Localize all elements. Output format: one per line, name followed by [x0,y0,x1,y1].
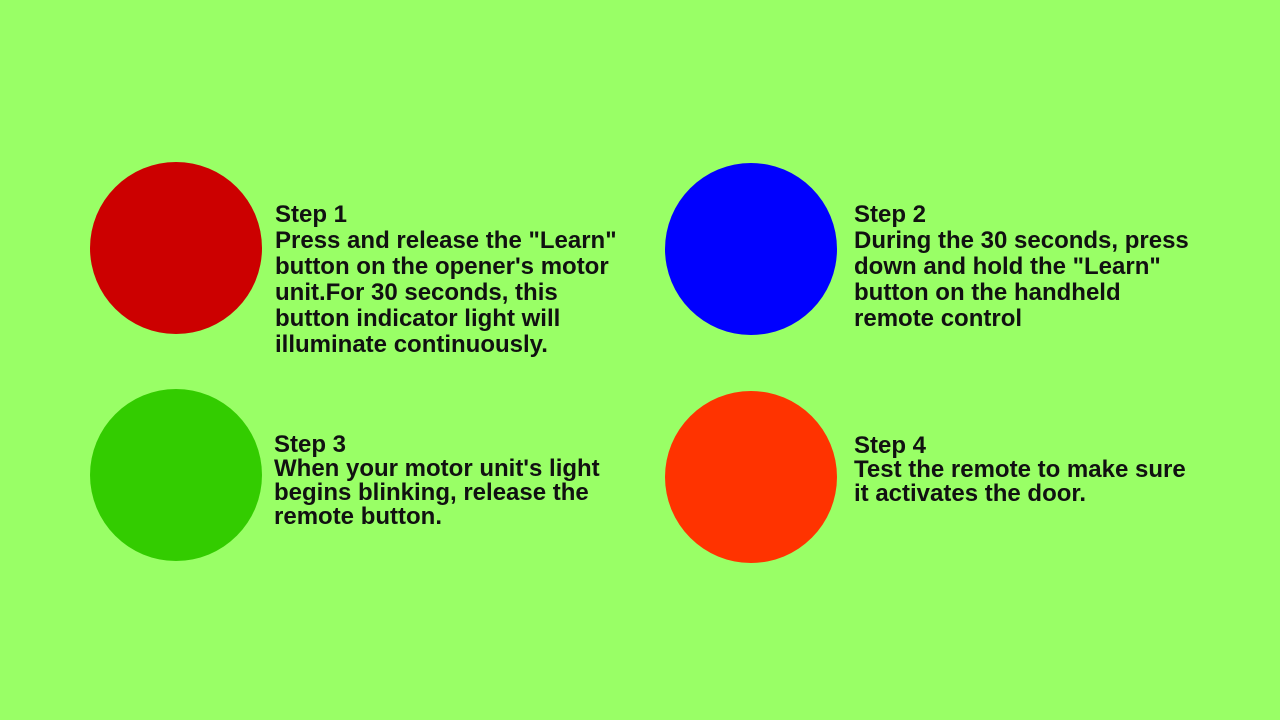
step-4-body: Test the remote to make sure it activate… [854,456,1186,507]
step-2-circle [665,163,837,335]
step-4-text: Step 4 Test the remote to make sure it a… [854,434,1234,506]
step-2-title: Step 2 [854,201,927,228]
step-1-text: Step 1 Press and release the "Learn" but… [275,202,645,358]
step-1-circle [90,162,262,334]
step-3-text: Step 3 When your motor unit's light begi… [274,433,644,529]
step-1-title: Step 1 [275,201,348,228]
step-1-body: Press and release the "Learn" button on … [275,227,617,358]
step-2-body: During the 30 seconds, press down and ho… [854,227,1189,332]
step-4-title: Step 4 [854,432,927,459]
step-2-text: Step 2 During the 30 seconds, press down… [854,202,1234,332]
step-4-circle [665,391,837,563]
step-3-circle [90,389,262,561]
step-3-body: When your motor unit's light begins blin… [274,455,600,530]
step-3-title: Step 3 [274,431,347,458]
